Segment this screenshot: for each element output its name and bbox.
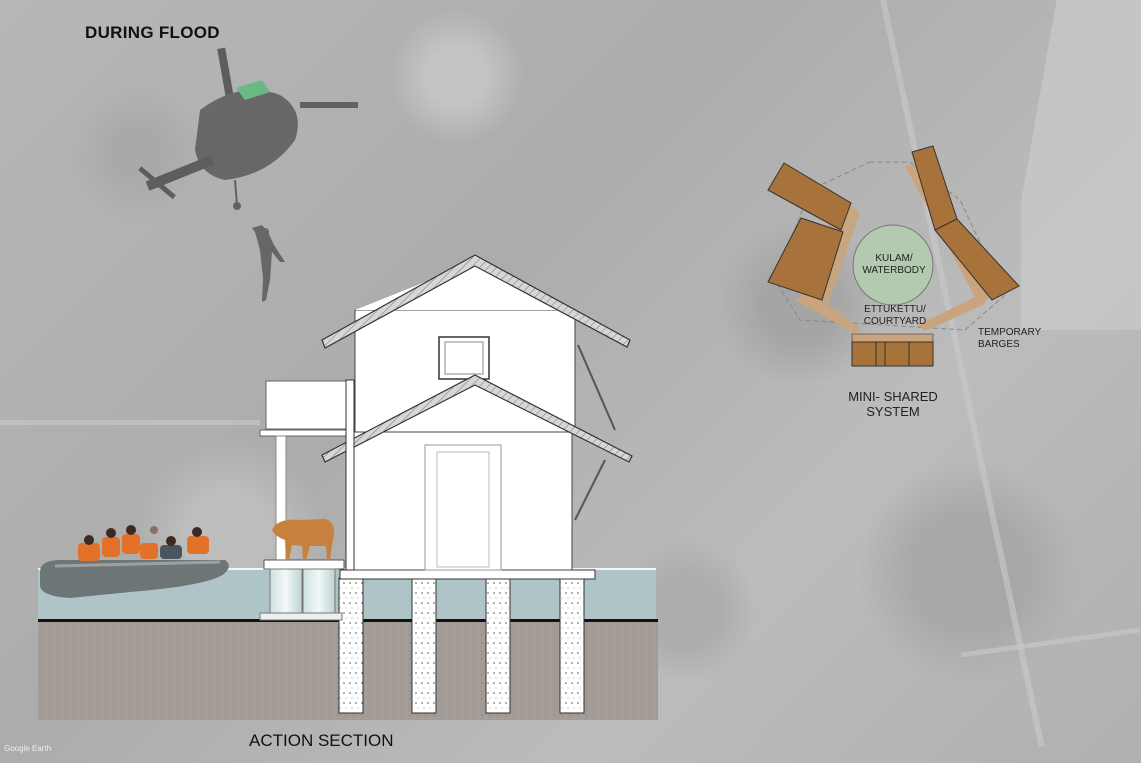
house-section-drawing [259,254,633,714]
page-title: DURING FLOOD [85,23,220,42]
courtyard-label-line1: ETTUKETTU/ [864,304,926,315]
barges-label-line2: BARGES [978,339,1020,350]
floating-barrels [259,559,345,621]
floor-platform [339,569,596,580]
balcony-parapet [265,380,351,430]
lower-roof [321,374,633,463]
waterbody-kulam [852,224,934,306]
balcony-slab [259,429,353,437]
barges-label: TEMPORARY BARGES [978,327,1041,351]
foundation-piles [338,577,585,714]
plan-title-line1: MINI- SHARED [848,389,938,404]
plan-title: MINI- SHARED SYSTEM [838,389,948,419]
site-plan [767,145,1020,367]
plan-title-line2: SYSTEM [866,404,920,419]
balcony-column [275,435,287,572]
rescue-boat-icon [40,525,229,598]
courtyard-label-line2: COURTYARD [863,316,927,327]
imagery-credit: Google Earth [4,744,52,753]
waterbody-label-line1: KULAM/ [875,253,913,264]
section-title: ACTION SECTION [249,731,394,750]
cow-icon [272,519,335,560]
door [424,444,502,571]
ground-floor-wall [351,431,573,571]
road [0,420,260,425]
helicopter-icon [138,47,358,210]
rescuers-group [78,525,209,561]
upper-window [438,336,490,380]
housing-blocks [767,145,1020,367]
waterbody-label-line2: WATERBODY [862,265,926,276]
river-edge [1021,0,1141,330]
barges-label-line1: TEMPORARY [978,327,1042,338]
courtyard-label: ETTUKETTU/ COURTYARD [855,304,935,328]
waterbody-label: KULAM/ WATERBODY [862,253,926,277]
upper-roof [321,254,631,349]
person-silhouette-icon [252,225,285,302]
